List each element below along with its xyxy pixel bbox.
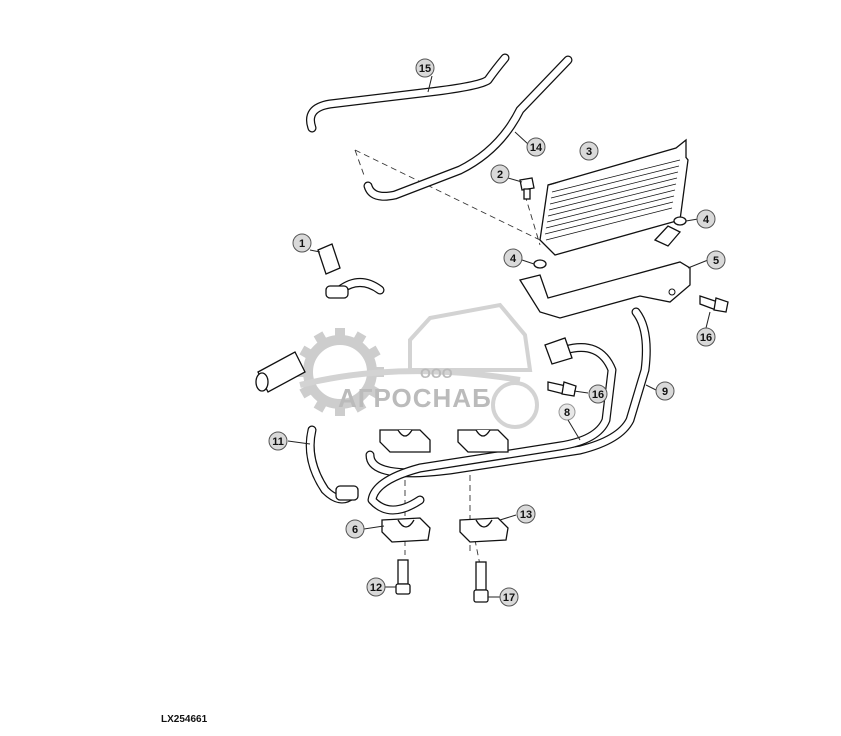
hose-11 xyxy=(305,425,359,504)
callout-2: 2 xyxy=(490,164,510,184)
elbow-fitting-right xyxy=(544,337,573,365)
svg-text:12: 12 xyxy=(370,582,382,594)
callout-16-center: 16 xyxy=(588,384,608,404)
washer-4-upper xyxy=(673,216,687,226)
svg-text:11: 11 xyxy=(272,436,284,448)
svg-text:3: 3 xyxy=(586,146,592,158)
svg-text:9: 9 xyxy=(662,386,668,398)
clamp-upper-left xyxy=(379,429,431,453)
svg-text:1: 1 xyxy=(299,238,305,250)
callout-14: 14 xyxy=(526,137,546,157)
bolt-2 xyxy=(519,177,535,200)
watermark-line1: ООО xyxy=(420,365,453,381)
callout-1: 1 xyxy=(292,233,312,253)
hose-15 xyxy=(306,53,510,133)
hose-8 xyxy=(367,343,617,515)
gasket-1 xyxy=(317,243,341,275)
fitting-left-middle xyxy=(255,351,306,393)
watermark-line2: АГРОСНАБ xyxy=(338,383,492,413)
svg-text:13: 13 xyxy=(520,509,532,521)
assembly-guide-lines xyxy=(354,149,541,566)
svg-text:4: 4 xyxy=(510,253,517,265)
callout-12: 12 xyxy=(366,577,386,597)
clamp-6 xyxy=(381,517,431,543)
svg-text:14: 14 xyxy=(530,142,543,154)
tractor-icon xyxy=(299,302,539,429)
callout-11: 11 xyxy=(268,431,288,451)
callout-5: 5 xyxy=(706,250,726,270)
leader-lines xyxy=(287,75,711,598)
svg-text:16: 16 xyxy=(592,389,604,401)
bracket-5 xyxy=(518,225,691,319)
bolt-16-center xyxy=(547,381,577,397)
callout-13: 13 xyxy=(516,504,536,524)
svg-text:17: 17 xyxy=(503,592,515,604)
callout-4-upper: 4 xyxy=(696,209,716,229)
bolt-12 xyxy=(395,559,411,595)
svg-text:5: 5 xyxy=(713,255,719,267)
callout-17: 17 xyxy=(499,587,519,607)
callout-15: 15 xyxy=(415,58,435,78)
callout-8: 8 xyxy=(558,403,576,421)
hose-14 xyxy=(363,55,573,201)
callout-6: 6 xyxy=(345,519,365,539)
oil-cooler xyxy=(539,138,689,256)
washer-4-lower xyxy=(533,259,547,269)
svg-text:16: 16 xyxy=(700,332,712,344)
watermark: ООО АГРОСНАБ xyxy=(296,302,539,429)
clamp-13 xyxy=(459,517,509,543)
svg-text:6: 6 xyxy=(352,524,358,536)
svg-text:15: 15 xyxy=(419,63,431,75)
svg-text:2: 2 xyxy=(497,169,503,181)
callout-16-right: 16 xyxy=(696,327,716,347)
fitting-left-upper xyxy=(325,278,385,299)
svg-text:4: 4 xyxy=(703,214,710,226)
callout-4-lower: 4 xyxy=(503,248,523,268)
bolt-16-right xyxy=(699,295,729,313)
hose-9 xyxy=(365,307,651,478)
clamp-upper-right xyxy=(457,429,509,453)
drawing-id: LX254661 xyxy=(161,714,208,725)
svg-text:8: 8 xyxy=(564,407,570,419)
bolt-17 xyxy=(473,561,489,603)
callout-9: 9 xyxy=(655,381,675,401)
callout-3: 3 xyxy=(579,141,599,161)
